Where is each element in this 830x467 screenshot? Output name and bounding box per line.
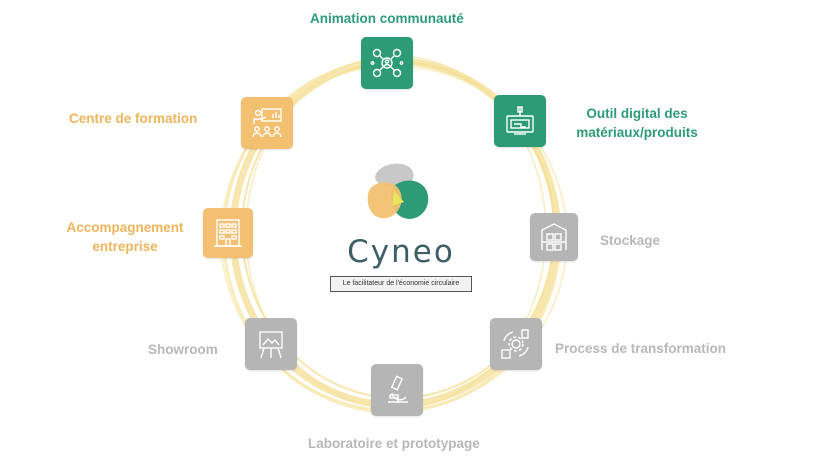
node-stockage[interactable] (530, 213, 578, 261)
label-outil-digital: Outil digital des matériaux/produits (576, 106, 698, 140)
training-presentation-icon (252, 108, 282, 138)
label-laboratoire: Laboratoire et prototypage (308, 436, 480, 451)
label-animation-communaute: Animation communauté (310, 11, 464, 26)
node-showroom[interactable] (245, 318, 297, 370)
transformation-process-icon (501, 329, 529, 359)
node-accompagnement-entreprise[interactable] (203, 208, 253, 258)
node-process-transformation[interactable] (490, 318, 542, 370)
node-animation-communaute[interactable] (361, 37, 413, 89)
storage-shelves-icon (541, 223, 567, 251)
logo-tagline: Le facilitateur de l'économie circulaire (330, 276, 472, 292)
label-process-transformation: Process de transformation (555, 341, 727, 356)
node-centre-formation[interactable] (241, 97, 293, 149)
company-building-icon (214, 219, 242, 247)
digital-tool-screen-icon (506, 106, 534, 135)
node-laboratoire[interactable] (371, 364, 423, 416)
cyneo-logo-mark (367, 163, 429, 219)
label-accompagnement-entreprise: Accompagnement entreprise (66, 220, 184, 254)
label-showroom: Showroom (148, 342, 218, 357)
label-stockage: Stockage (600, 233, 661, 248)
microscope-icon (388, 375, 408, 403)
community-network-icon (370, 48, 404, 78)
label-centre-formation: Centre de formation (69, 111, 198, 126)
showroom-easel-icon (259, 331, 283, 359)
node-outil-digital[interactable] (494, 95, 546, 147)
logo-wordmark: Cyneo (347, 234, 455, 270)
